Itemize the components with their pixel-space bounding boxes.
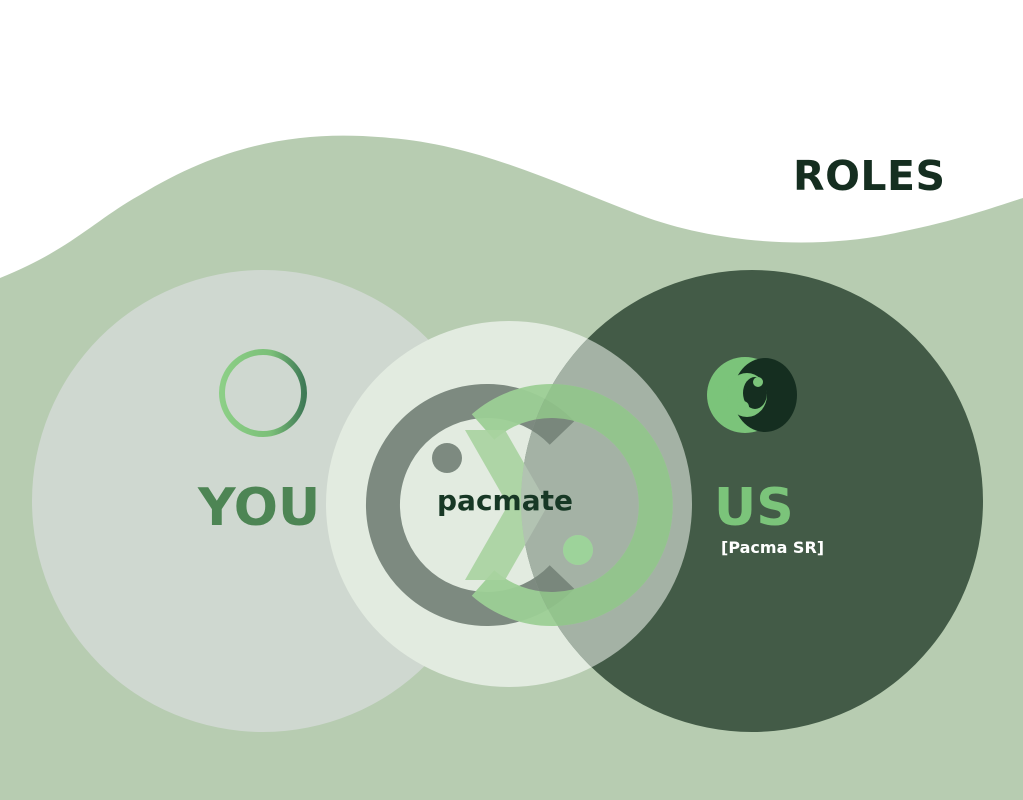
pacmate-label: pacmate bbox=[437, 484, 573, 517]
crosshair-target-icon bbox=[210, 339, 316, 446]
pacmate-swirl-icon bbox=[707, 357, 797, 433]
us-sublabel: [Pacma SR] bbox=[721, 538, 825, 557]
you-label: YOU bbox=[198, 478, 321, 538]
us-label: US bbox=[714, 478, 794, 538]
page-title: ROLES bbox=[793, 152, 946, 200]
